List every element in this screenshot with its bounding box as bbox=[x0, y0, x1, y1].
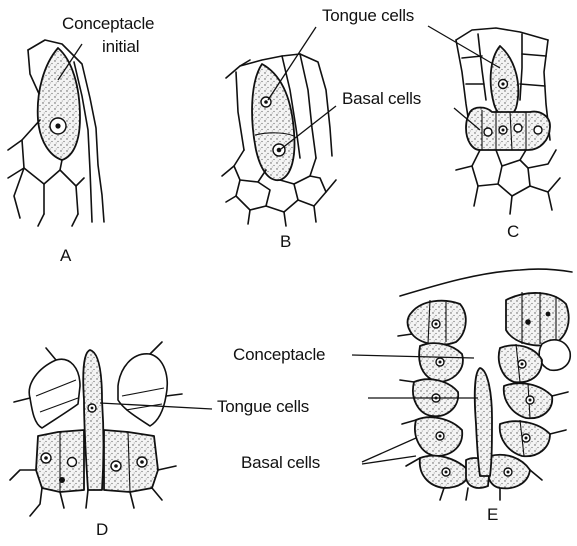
panel-a-drawing bbox=[8, 40, 104, 226]
label-conceptacle-e: Conceptacle bbox=[233, 345, 325, 364]
label-conceptacle-initial-line1: Conceptacle bbox=[62, 14, 154, 33]
panel-letter-d: D bbox=[96, 520, 108, 539]
panel-b-drawing bbox=[222, 27, 336, 226]
panel-c-drawing bbox=[428, 26, 560, 214]
label-basal-cells-top: Basal cells bbox=[342, 89, 421, 108]
panel-d-drawing bbox=[10, 342, 212, 516]
label-conceptacle-initial-line2: initial bbox=[102, 37, 139, 56]
label-tongue-cells-top: Tongue cells bbox=[322, 6, 414, 25]
label-tongue-cells-bottom: Tongue cells bbox=[217, 397, 309, 416]
panel-e-drawing bbox=[352, 269, 572, 500]
panel-letter-c: C bbox=[507, 222, 519, 241]
panel-letter-b: B bbox=[280, 232, 291, 251]
label-basal-cells-bottom: Basal cells bbox=[241, 453, 320, 472]
panel-letter-e: E bbox=[487, 505, 498, 524]
panel-letter-a: A bbox=[60, 246, 71, 265]
